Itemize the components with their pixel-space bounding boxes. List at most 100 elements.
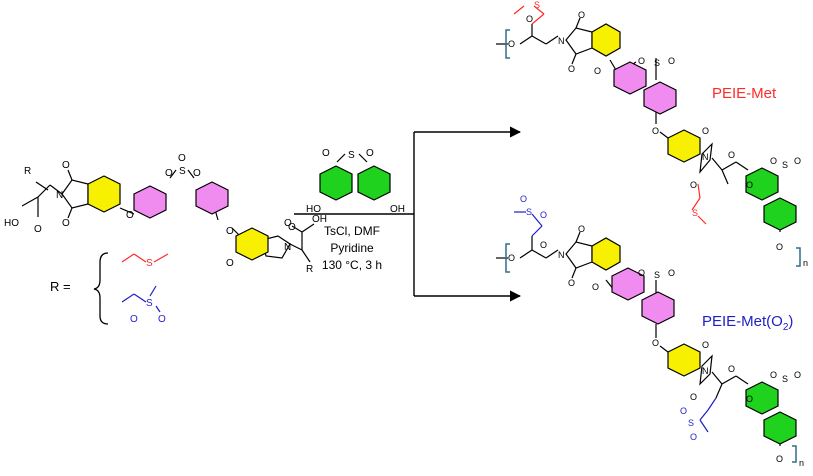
atom-label: O: [540, 240, 547, 250]
bisphenol-ring: [763, 197, 797, 231]
atom-label: N: [558, 250, 565, 260]
atom-label: O: [508, 39, 515, 49]
phthalimide-ring: [591, 237, 621, 271]
atom-label: O: [592, 282, 599, 292]
atom-label: HO: [306, 204, 321, 215]
atom-label: O: [668, 268, 675, 278]
label-subscript: 2: [783, 322, 789, 333]
atom-label: O: [284, 218, 292, 229]
monomer-atom-labels: R HO O O N O O O S O O O O N O OH O R: [4, 153, 327, 275]
phenol-ring-right: [357, 165, 391, 201]
sulfone-aryl-ring: [641, 291, 675, 325]
monomer-rings: [87, 175, 269, 261]
atom-label: N: [702, 152, 709, 162]
atom-label: O: [638, 268, 645, 278]
label-suffix: ): [788, 313, 793, 330]
product-label-peie-met-o2: PEIE-Met(O2): [702, 313, 793, 333]
atom-label: O: [794, 156, 801, 166]
atom-label: O: [568, 64, 575, 74]
reaction-arrows: [294, 126, 522, 302]
repeat-bracket-close: [796, 247, 801, 267]
atom-label: S: [692, 208, 698, 218]
condition-temp-time: 130 °C, 3 h: [322, 258, 382, 272]
atom-label: S: [688, 418, 694, 428]
atom-label: O: [594, 66, 601, 76]
atom-label: N: [702, 366, 709, 376]
atom-label: O: [165, 168, 173, 179]
phthalimide-ring: [87, 175, 121, 213]
atom-label: O: [508, 253, 515, 263]
atom-label: R: [24, 166, 31, 177]
atom-label: S: [654, 270, 660, 280]
atom-label: O: [770, 370, 777, 380]
repeat-bracket-open: [505, 243, 510, 273]
peie-met-o2-polymer: O O N O O O O S O O O N O O O O S O O n …: [496, 194, 804, 468]
atom-label: O: [578, 10, 585, 20]
atom-label: O: [178, 153, 186, 164]
atom-label: O: [746, 180, 753, 190]
sulfone-aryl-ring: [611, 267, 645, 301]
atom-label: O: [526, 14, 533, 24]
reaction-conditions: TsCl, DMF Pyridine 130 °C, 3 h: [322, 224, 382, 272]
atom-label: O: [62, 218, 70, 229]
atom-label: S: [782, 374, 788, 384]
atom-label: O: [578, 224, 585, 234]
phenol-ring-left: [319, 165, 353, 201]
atom-label: S: [526, 207, 532, 217]
atom-label: O: [776, 242, 783, 252]
atom-label: O: [638, 56, 645, 66]
atom-label: O: [668, 56, 675, 66]
repeat-bracket-close: [792, 445, 797, 463]
atom-label: R: [306, 264, 313, 275]
atom-label: O: [702, 126, 709, 136]
atom-label: OH: [390, 204, 405, 215]
label-prefix: PEIE-Met(O: [702, 313, 783, 330]
repeat-index: n: [799, 458, 804, 468]
met-o2-side-chain: [121, 285, 161, 313]
met-side-chain: [513, 5, 707, 225]
atom-label: O: [226, 258, 234, 269]
sulfone-aryl-ring: [643, 81, 677, 115]
atom-label: S: [534, 0, 540, 10]
sulfone-aryl-ring: [613, 61, 647, 95]
bisphenol-s-reagent: O S O HO OH: [306, 148, 405, 215]
r-group-definition: R = S S O O: [50, 252, 169, 325]
phthalimide-ring: [591, 23, 621, 57]
atom-label: O: [690, 432, 697, 442]
atom-label: N: [284, 242, 291, 253]
diimide-diacid-monomer: [21, 169, 315, 263]
atom-label: O: [226, 226, 234, 237]
product-label-peie-met: PEIE-Met: [712, 85, 777, 102]
atom-label: N: [56, 190, 63, 201]
r-group-brace: [93, 252, 109, 325]
atom-label: O: [794, 370, 801, 380]
phthalimide-ring: [667, 129, 701, 163]
condition-reagents: TsCl, DMF: [324, 224, 380, 238]
bisphenol-ring: [745, 167, 779, 201]
atom-label: O: [728, 364, 735, 374]
repeat-bracket-open: [505, 29, 510, 59]
atom-label: O: [690, 392, 697, 402]
sulfone-aryl-ring-left: [133, 185, 167, 219]
atom-label: S: [146, 258, 153, 269]
atom-label: O: [520, 194, 527, 204]
atom-label: O: [288, 222, 296, 233]
atom-label: O: [366, 148, 374, 159]
bisphenol-ring: [763, 411, 797, 445]
peie-met-polymer: O O N O O O O S O O O N O O O O S O O n …: [496, 0, 808, 268]
atom-label: O: [126, 210, 134, 221]
atom-label: O: [776, 454, 783, 464]
atom-label: S: [348, 150, 355, 161]
atom-label: O: [193, 168, 201, 179]
atom-label: O: [652, 126, 659, 136]
met-o2-side-chain: [514, 211, 717, 433]
atom-label: O: [34, 224, 42, 235]
atom-label: O: [680, 406, 687, 416]
atom-label: O: [158, 314, 166, 325]
bisphenol-ring: [745, 381, 779, 415]
atom-label: O: [568, 278, 575, 288]
atom-label: N: [558, 36, 565, 46]
atom-label: O: [702, 340, 709, 350]
condition-base: Pyridine: [330, 241, 374, 255]
